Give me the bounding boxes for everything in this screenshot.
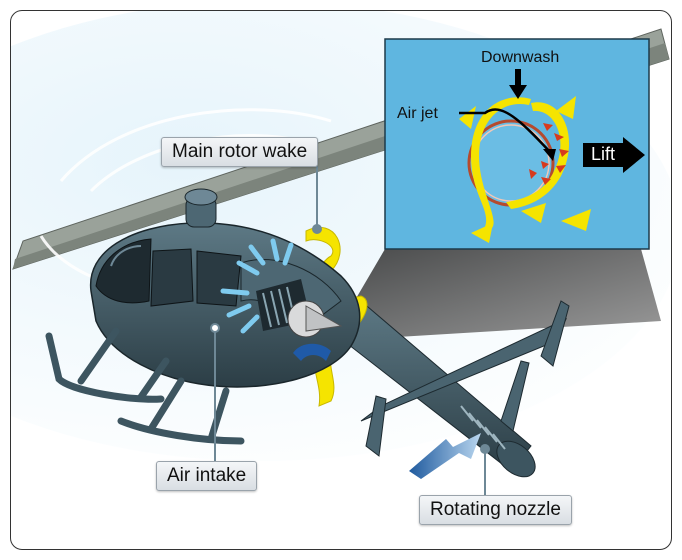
nozzle-jet-arrow (409, 433, 481, 479)
air-jet-label: Air jet (397, 105, 438, 122)
air-intake-label: Air intake (156, 461, 258, 491)
air-intake-flow (220, 238, 294, 334)
engine-intake-grille (256, 279, 343, 338)
lift-label: Lift (591, 144, 616, 164)
inset-shadow (331, 249, 661, 341)
rotation-arrow (293, 343, 331, 361)
inset-flow-right (506, 102, 570, 209)
fuselage (89, 188, 361, 388)
downwash-label: Downwash (481, 49, 560, 66)
lift-arrow: Lift (583, 137, 653, 182)
landing-skids (45, 327, 245, 445)
rotating-nozzle-label: Rotating nozzle (419, 495, 572, 525)
leader-lines (210, 166, 490, 497)
helicopter-illustration (11, 11, 671, 497)
diagram-frame: Downwash Air jet Lift Main rotor wake Ai… (10, 10, 672, 550)
tail-boom (330, 300, 570, 478)
inset-flow-left (471, 97, 531, 230)
main-rotor-wake-label: Main rotor wake (161, 137, 319, 167)
